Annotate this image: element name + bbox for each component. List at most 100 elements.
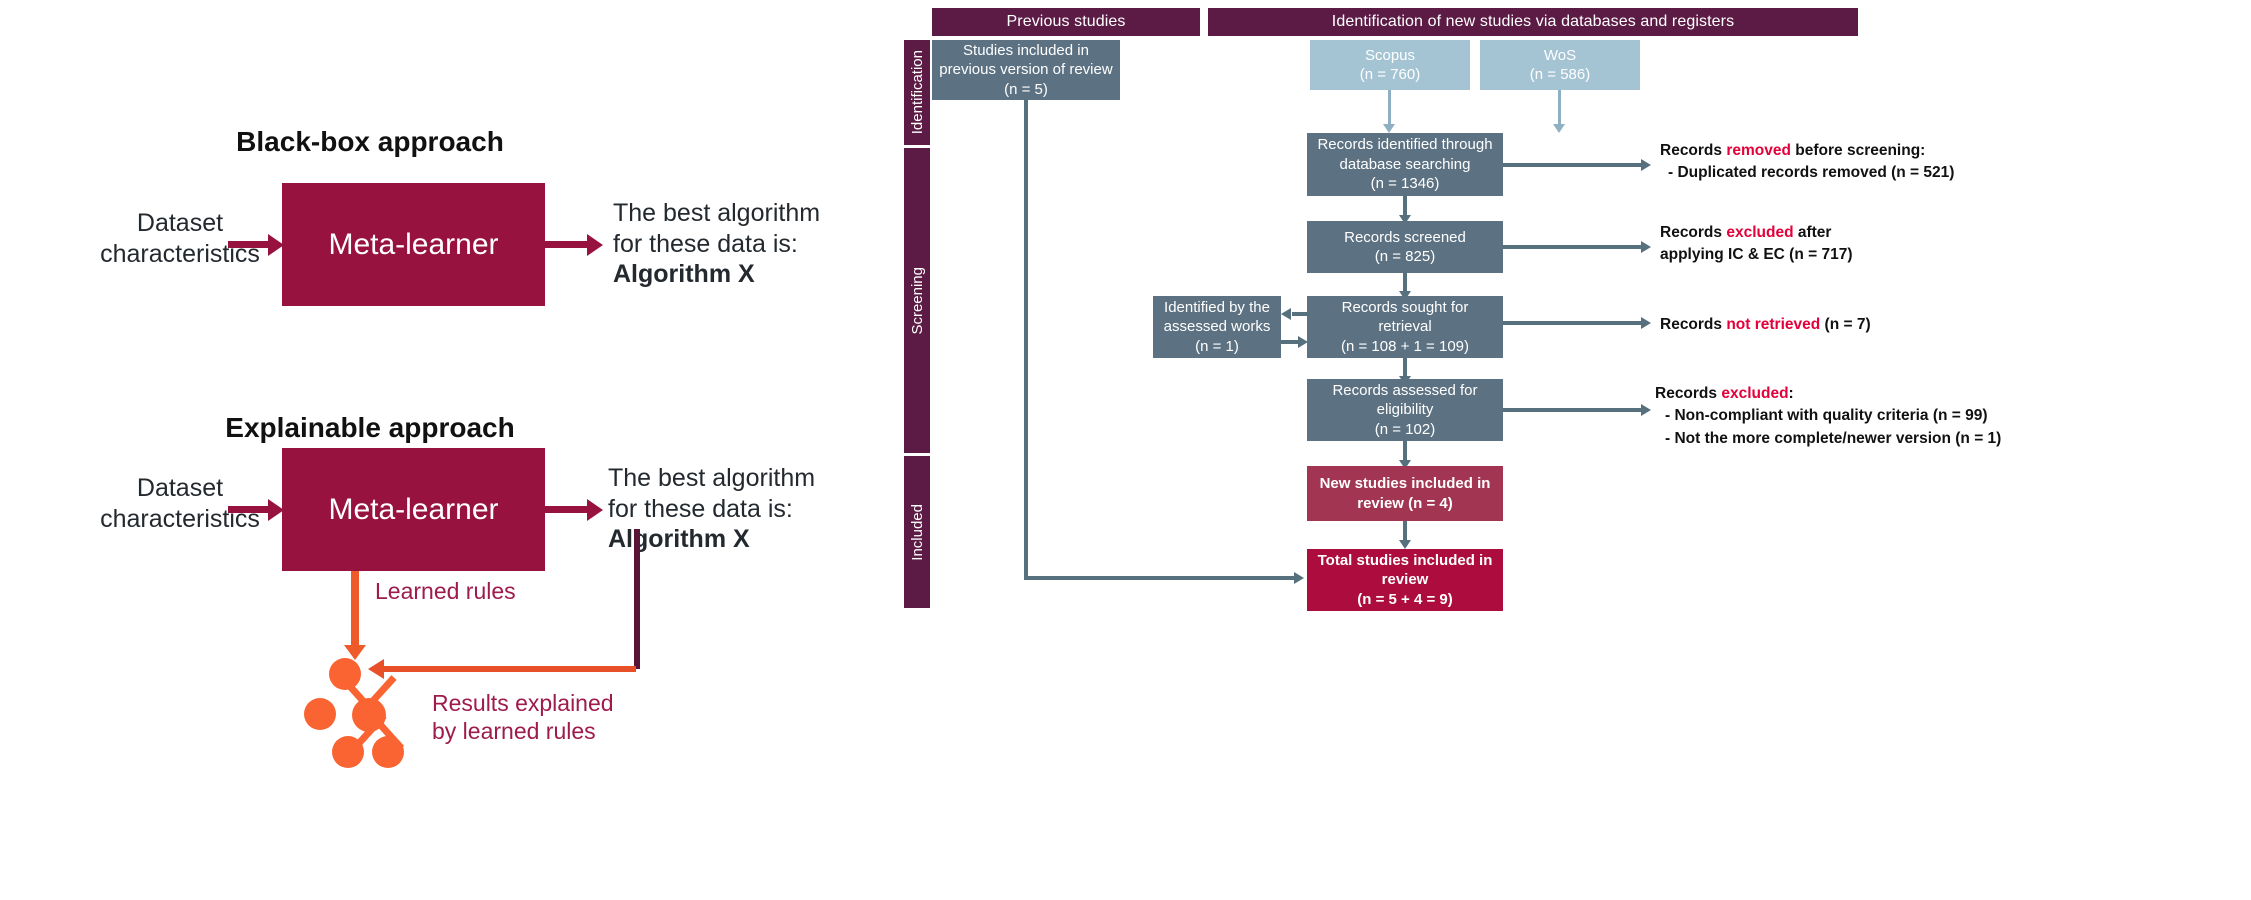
connector-prev-long-head (1294, 572, 1304, 584)
prisma-box-totincl-line3: (n = 5 + 4 = 9) (1357, 590, 1453, 608)
prisma-box-assessed-line1: Records assessed for (1332, 381, 1478, 399)
connector-newincl-down (1403, 521, 1407, 543)
prisma-box-assessed: Records assessed for eligibility (n = 10… (1307, 379, 1503, 441)
note-excl-screen-head-pre: Records (1660, 224, 1727, 241)
prisma-box-assessed-line3: (n = 102) (1374, 420, 1436, 438)
note-removed-head-post: before screening: (1790, 142, 1926, 159)
prisma-box-identified-line2: database searching (1339, 155, 1471, 173)
connector-prev-long-vertical (1024, 100, 1028, 580)
connector-sought-down (1403, 358, 1407, 380)
prisma-stage-screening: Screening (904, 148, 930, 453)
tree-node-leaf-1 (332, 736, 364, 768)
prisma-box-newincl-line1: New studies included in (1319, 475, 1491, 492)
prisma-box-identified-line1: Records identified through (1317, 136, 1493, 154)
prisma-header-new-studies: Identification of new studies via databa… (1208, 8, 1858, 36)
prisma-box-sought-line2: (n = 108 + 1 = 109) (1340, 337, 1469, 355)
connector-scopus-arrowhead (1383, 124, 1395, 133)
prisma-box-identified-line3: (n = 1346) (1370, 175, 1440, 193)
connector-identified-down-head (1399, 215, 1411, 224)
connector-screened-right-head (1641, 241, 1651, 253)
prisma-box-wos-line2: (n = 586) (1529, 66, 1591, 83)
prisma-box-wos-line1: WoS (1543, 46, 1577, 64)
prisma-box-totincl-line1: Total studies included in (1317, 551, 1493, 569)
tree-node-right (352, 698, 386, 732)
note-excl-elig-item2: - Not the more complete/newer version (n… (1665, 429, 2002, 447)
blackbox-input-arrow (228, 234, 284, 256)
connector-wos-arrowhead (1553, 124, 1565, 133)
prisma-box-assessed-line2: eligibility (1376, 401, 1434, 419)
feedback-arrow-horizontal (384, 666, 636, 672)
prisma-stage-included-label: Included (908, 503, 926, 561)
prisma-box-previous-version: Studies included in previous version of … (932, 40, 1120, 100)
blackbox-output-line2: for these data is: (613, 229, 798, 258)
explainable-title: Explainable approach (225, 412, 515, 443)
explainable-meta-learner-box: Meta-learner (282, 448, 545, 571)
feedback-arrow-head (368, 659, 384, 679)
tree-node-left (304, 698, 336, 730)
explainable-output-line2: for these data is: (608, 494, 793, 523)
prisma-stage-identification-label: Identification (908, 50, 926, 135)
connector-idworks-to-sought (1281, 340, 1299, 344)
prisma-box-screened-line2: (n = 825) (1374, 248, 1436, 265)
note-notretr-head-red: not retrieved (1726, 316, 1821, 333)
feedback-line1: Results explained (432, 690, 614, 716)
blackbox-output-line3: Algorithm X (613, 260, 755, 288)
blackbox-title: Black-box approach (236, 126, 504, 157)
note-excl-elig-head-red: excluded (1721, 385, 1789, 402)
prisma-box-scopus-line2: (n = 760) (1359, 66, 1421, 83)
prisma-box-idworks-line3: (n = 1) (1195, 337, 1239, 355)
connector-assessed-right (1503, 408, 1643, 412)
note-excl-elig-head-post: : (1788, 385, 1794, 402)
tree-node-root (329, 658, 361, 690)
prisma-box-previous-version-line1: Studies included in (963, 41, 1089, 59)
blackbox-output-arrow (545, 234, 605, 256)
explainable-output-arrow (545, 499, 605, 521)
learned-rules-label: Learned rules (375, 578, 516, 604)
blackbox-input-line1: Dataset (136, 209, 224, 237)
prisma-box-screened-line1: Records screened (1344, 228, 1466, 246)
prisma-box-totincl-line2: review (1381, 571, 1429, 589)
note-excl-screen-head-red: excluded (1726, 224, 1794, 241)
note-removed-item1: - Duplicated records removed (n = 521) (1668, 164, 1955, 182)
note-records-excluded-screening: Records excluded after applying IC & EC … (1660, 222, 1853, 267)
prisma-stage-identification: Identification (904, 40, 930, 145)
note-removed-head-red: removed (1726, 142, 1791, 159)
connector-identified-right-head (1641, 159, 1651, 171)
connector-assessed-right-head (1641, 404, 1651, 416)
prisma-box-scopus-line1: Scopus (1364, 46, 1416, 64)
prisma-box-wos: WoS (n = 586) (1480, 40, 1640, 90)
blackbox-output-label: The best algorithm for these data is: Al… (613, 198, 873, 290)
explainable-input-line1: Dataset (136, 474, 224, 502)
prisma-box-previous-version-line3: (n = 5) (1004, 80, 1048, 98)
connector-newincl-down-head (1399, 540, 1411, 549)
connector-screened-down-head (1399, 291, 1411, 300)
connector-assessed-down (1403, 441, 1407, 463)
connector-sought-right (1503, 321, 1643, 325)
explainable-output-line3: Algorithm X (608, 525, 750, 553)
learned-rules-arrow (343, 571, 367, 663)
connector-scopus-down (1388, 90, 1391, 126)
connector-screened-right (1503, 245, 1643, 249)
prisma-box-identified-by-works: Identified by the assessed works (n = 1) (1153, 296, 1281, 358)
note-removed-head-pre: Records (1660, 142, 1727, 159)
prisma-box-new-included: New studies included in review (n = 4) (1307, 466, 1503, 521)
connector-sought-to-idworks-head (1281, 308, 1291, 320)
explainable-output-label: The best algorithm for these data is: Al… (608, 463, 868, 555)
prisma-box-idworks-line1: Identified by the (1164, 298, 1270, 316)
decision-tree-icon (304, 650, 440, 770)
blackbox-meta-learner-box: Meta-learner (282, 183, 545, 306)
feedback-label: Results explained by learned rules (432, 690, 672, 745)
connector-assessed-down-head (1399, 460, 1411, 469)
prisma-box-identified: Records identified through database sear… (1307, 133, 1503, 196)
note-notretr-head-post: (n = 7) (1820, 316, 1871, 333)
note-excl-elig-item1: - Non-compliant with quality criteria (n… (1665, 407, 1988, 425)
note-excl-screen-item1: applying IC & EC (n = 717) (1660, 246, 1853, 264)
prisma-box-scopus: Scopus (n = 760) (1310, 40, 1470, 90)
prisma-box-sought: Records sought for retrieval (n = 108 + … (1307, 296, 1503, 358)
connector-sought-right-head (1641, 317, 1651, 329)
explainable-output-line1: The best algorithm (608, 464, 816, 492)
explainable-input-arrow (228, 499, 284, 521)
prisma-box-total-included: Total studies included in review (n = 5 … (1307, 549, 1503, 611)
note-records-excluded-eligibility: Records excluded: - Non-compliant with q… (1655, 383, 2001, 450)
tree-node-leaf-2 (372, 736, 404, 768)
